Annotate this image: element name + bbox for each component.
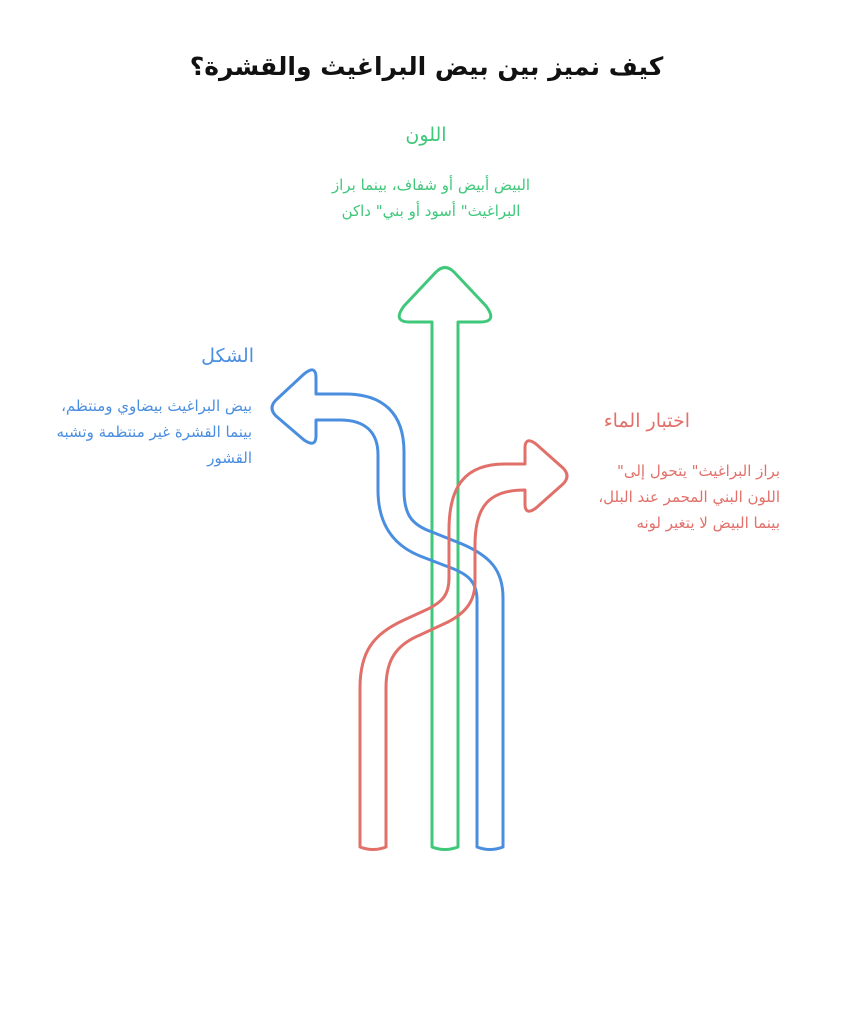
shape-arrow bbox=[270, 368, 505, 851]
water-test-arrow bbox=[358, 439, 569, 851]
shape-description: بيض البراغيث بيضاوي ومنتظم، بينما القشرة… bbox=[56, 397, 252, 467]
shape-heading: الشكل bbox=[201, 345, 254, 367]
color-arrow bbox=[397, 266, 493, 851]
water-test-description: براز البراغيث" يتحول إلى" اللون البني ال… bbox=[598, 462, 780, 532]
water-test-heading: اختبار الماء bbox=[603, 410, 690, 432]
color-heading: اللون bbox=[405, 124, 447, 146]
diagram-title: كيف نميز بين بيض البراغيث والقشرة؟ bbox=[189, 52, 664, 81]
color-description: البيض أبيض أو شفاف، بينما براز البراغيث"… bbox=[331, 176, 531, 220]
